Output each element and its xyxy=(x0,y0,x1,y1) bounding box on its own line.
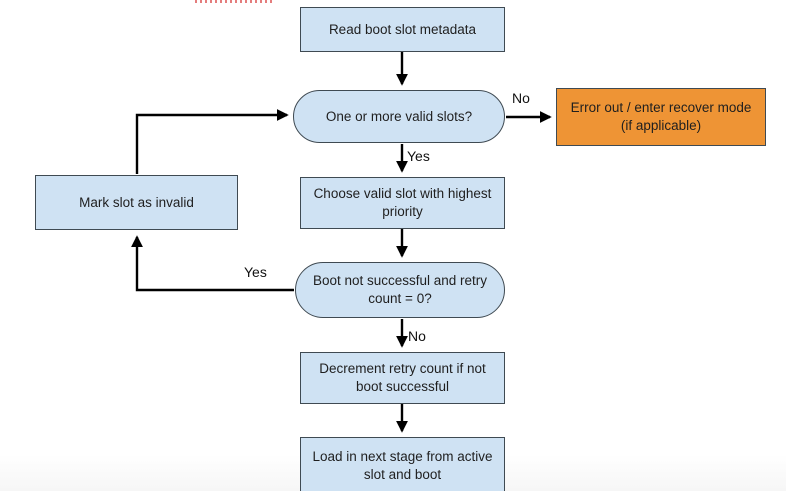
node-load-next-stage: Load in next stage from active slot and … xyxy=(300,437,505,491)
node-error-out: Error out / enter recover mode (if appli… xyxy=(556,88,766,146)
edge-mark-invalid-to-decision xyxy=(135,109,289,174)
red-dotted-artifact xyxy=(195,0,273,3)
edge-label-yes-mark-invalid: Yes xyxy=(244,264,267,280)
node-read-boot-slot-metadata: Read boot slot metadata xyxy=(300,7,505,52)
node-boot-retry-decision: Boot not successful and retry count = 0? xyxy=(295,262,505,318)
node-mark-slot-invalid: Mark slot as invalid xyxy=(35,175,238,230)
node-valid-slots-decision: One or more valid slots? xyxy=(293,90,505,143)
edge-boot-yes-to-mark-invalid xyxy=(131,235,294,292)
edge-label-no-error: No xyxy=(512,90,530,106)
edge-label-yes-choose: Yes xyxy=(407,148,430,164)
edge-label-no-decrement: No xyxy=(408,328,426,344)
node-choose-valid-slot: Choose valid slot with highest priority xyxy=(300,177,505,229)
node-decrement-retry: Decrement retry count if not boot succes… xyxy=(300,352,505,404)
